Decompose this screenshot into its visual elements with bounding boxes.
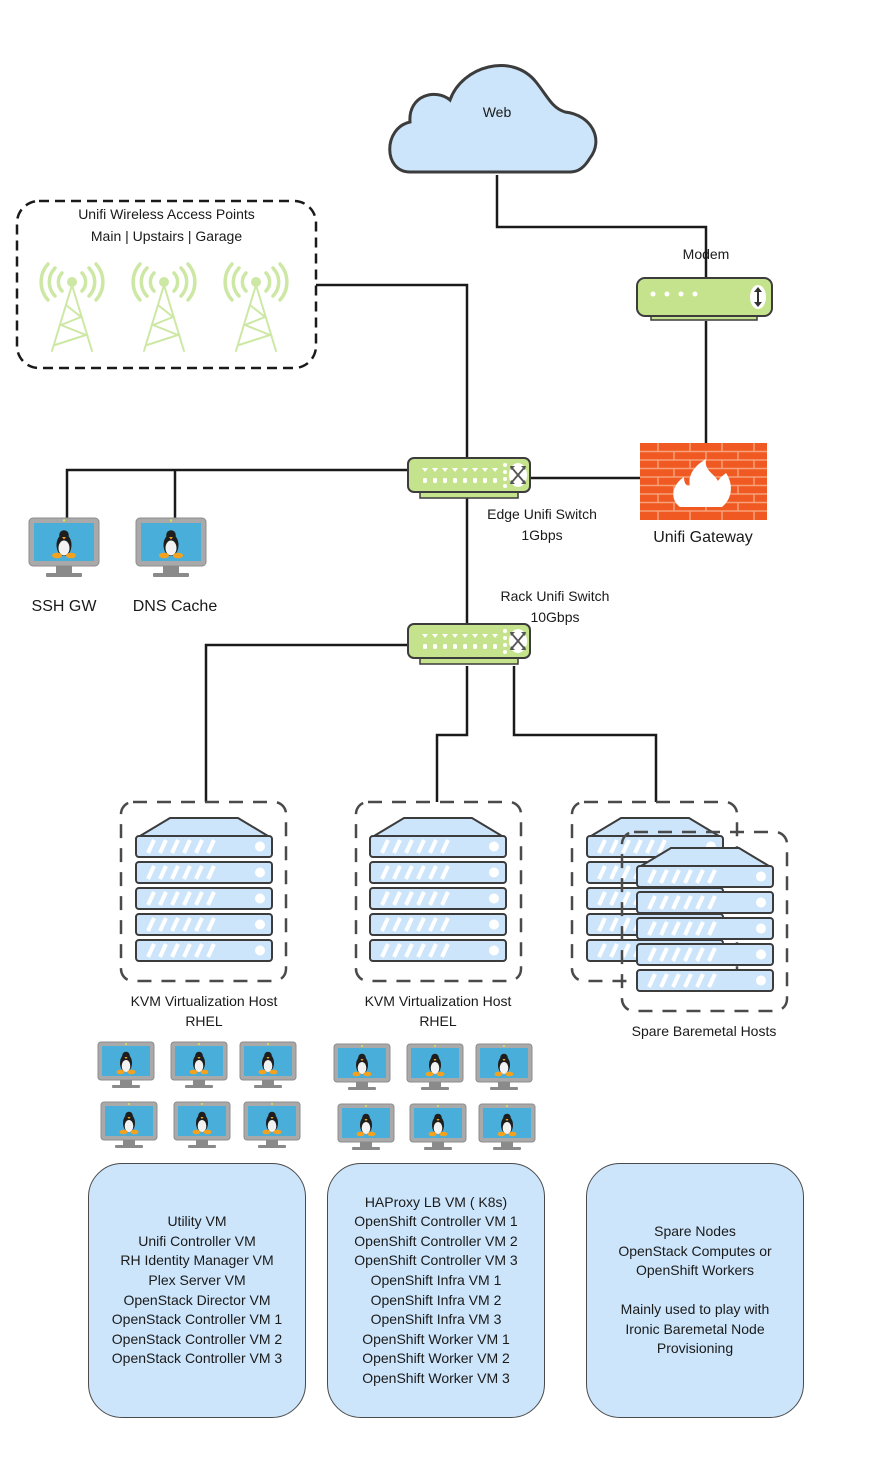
access-points-title: Unifi Wireless Access Points	[78, 206, 255, 222]
vm-icon	[333, 1043, 391, 1091]
vm-list-box-1: Utility VM Unifi Controller VM RH Identi…	[88, 1163, 306, 1418]
gateway	[640, 443, 767, 520]
vm-list-item: OpenShift Worker VM 3	[362, 1369, 510, 1386]
kvm-host-2-os: RHEL	[419, 1013, 457, 1029]
vm-list-item: OpenShift Controller VM 1	[354, 1213, 518, 1230]
vm-list-item: OpenShift Worker VM 2	[362, 1350, 510, 1367]
spare-baremetal-hosts	[570, 800, 789, 1013]
vm-icon	[170, 1041, 228, 1089]
modem-icon	[636, 277, 773, 317]
spare-nodes-text: OpenStack Computes or	[618, 1242, 772, 1259]
access-points-group	[15, 199, 318, 370]
kvm-host-1-vms	[97, 1041, 301, 1149]
kvm-host-2	[354, 800, 523, 983]
spare-nodes-text: Ironic Baremetal Node	[625, 1320, 765, 1337]
dns-cache-icon	[135, 517, 207, 578]
vm-list-item: OpenShift Worker VM 1	[362, 1330, 510, 1347]
vm-list-item: Plex Server VM	[148, 1271, 246, 1288]
kvm-host-2-vms	[333, 1043, 536, 1151]
vm-list-item: RH Identity Manager VM	[120, 1252, 274, 1269]
access-points-locations: Main | Upstairs | Garage	[90, 228, 243, 244]
vm-icon	[478, 1103, 536, 1151]
vm-icon	[173, 1101, 231, 1149]
kvm-host-1	[119, 800, 288, 983]
kvm-host-1-label: KVM Virtualization Host	[130, 993, 278, 1009]
ssh-gw-label: SSH GW	[31, 598, 97, 615]
cloud-icon	[388, 64, 598, 174]
gateway-label: Unifi Gateway	[653, 529, 753, 546]
wireless-tower-icon	[39, 262, 105, 353]
rack-switch-icon	[407, 623, 531, 665]
link-rack-spare	[512, 666, 658, 802]
vm-icon	[243, 1101, 301, 1149]
ssh-gw-icon	[28, 517, 100, 578]
vm-list-item: OpenStack Director VM	[123, 1291, 271, 1308]
vm-icon	[409, 1103, 467, 1151]
vm-list-item: OpenStack Controller VM 1	[111, 1311, 283, 1328]
web-cloud	[388, 64, 598, 174]
link-edge-switch-hosts	[65, 468, 408, 520]
spare-nodes-text: OpenShift Workers	[635, 1262, 754, 1279]
edge-switch-speed: 1Gbps	[521, 527, 563, 543]
link-rack-kvm2	[435, 666, 469, 802]
connector-lines	[65, 175, 708, 802]
modem-label: Modem	[682, 246, 730, 262]
spare-hosts-label: Spare Baremetal Hosts	[631, 1023, 777, 1039]
vm-list-item: OpenShift Infra VM 3	[370, 1311, 502, 1328]
vm-icon	[475, 1043, 533, 1091]
modem	[636, 277, 773, 321]
vm-list-item: OpenShift Infra VM 2	[370, 1291, 502, 1308]
rack-switch-speed: 10Gbps	[530, 609, 580, 625]
link-ap-edge-switch	[316, 283, 469, 458]
link-rack-kvm1	[204, 643, 408, 802]
edge-switch-name: Edge Unifi Switch	[487, 506, 597, 522]
spare-nodes-text: Provisioning	[656, 1340, 734, 1357]
link-web-modem	[495, 175, 708, 278]
vm-icon	[337, 1103, 395, 1151]
vm-list-item: OpenShift Controller VM 2	[354, 1232, 518, 1249]
vm-list-item: OpenShift Infra VM 1	[370, 1271, 502, 1288]
wireless-tower-icon	[223, 262, 289, 353]
vm-icon	[97, 1041, 155, 1089]
vm-list-item: Unifi Controller VM	[138, 1232, 256, 1249]
server-rack-icon	[637, 848, 773, 991]
vm-list-item: OpenShift Controller VM 3	[354, 1252, 518, 1269]
wireless-tower-icon	[131, 262, 197, 353]
spare-nodes-text: Spare Nodes	[654, 1222, 736, 1239]
spare-nodes-text: Mainly used to play with	[620, 1301, 770, 1318]
vm-list-item: HAProxy LB VM ( K8s)	[364, 1193, 508, 1210]
vm-list-item: OpenStack Controller VM 3	[111, 1350, 283, 1367]
server-rack-icon	[136, 818, 272, 961]
vm-icon	[406, 1043, 464, 1091]
spare-nodes-box: Spare Nodes OpenStack Computes or OpenSh…	[586, 1163, 804, 1418]
flame-icon	[673, 459, 731, 507]
vm-icon	[239, 1041, 297, 1089]
kvm-host-1-os: RHEL	[185, 1013, 223, 1029]
rack-switch-name: Rack Unifi Switch	[500, 588, 610, 604]
vm-list-item: Utility VM	[167, 1213, 227, 1230]
dns-cache-label: DNS Cache	[132, 598, 218, 615]
server-rack-icon	[370, 818, 506, 961]
vm-icon	[100, 1101, 158, 1149]
web-label: Web	[482, 104, 512, 120]
vm-list-item: OpenStack Controller VM 2	[111, 1330, 283, 1347]
vm-list-box-2: HAProxy LB VM ( K8s) OpenShift Controlle…	[327, 1163, 545, 1418]
edge-switch-icon	[407, 457, 531, 499]
kvm-host-2-label: KVM Virtualization Host	[364, 993, 512, 1009]
